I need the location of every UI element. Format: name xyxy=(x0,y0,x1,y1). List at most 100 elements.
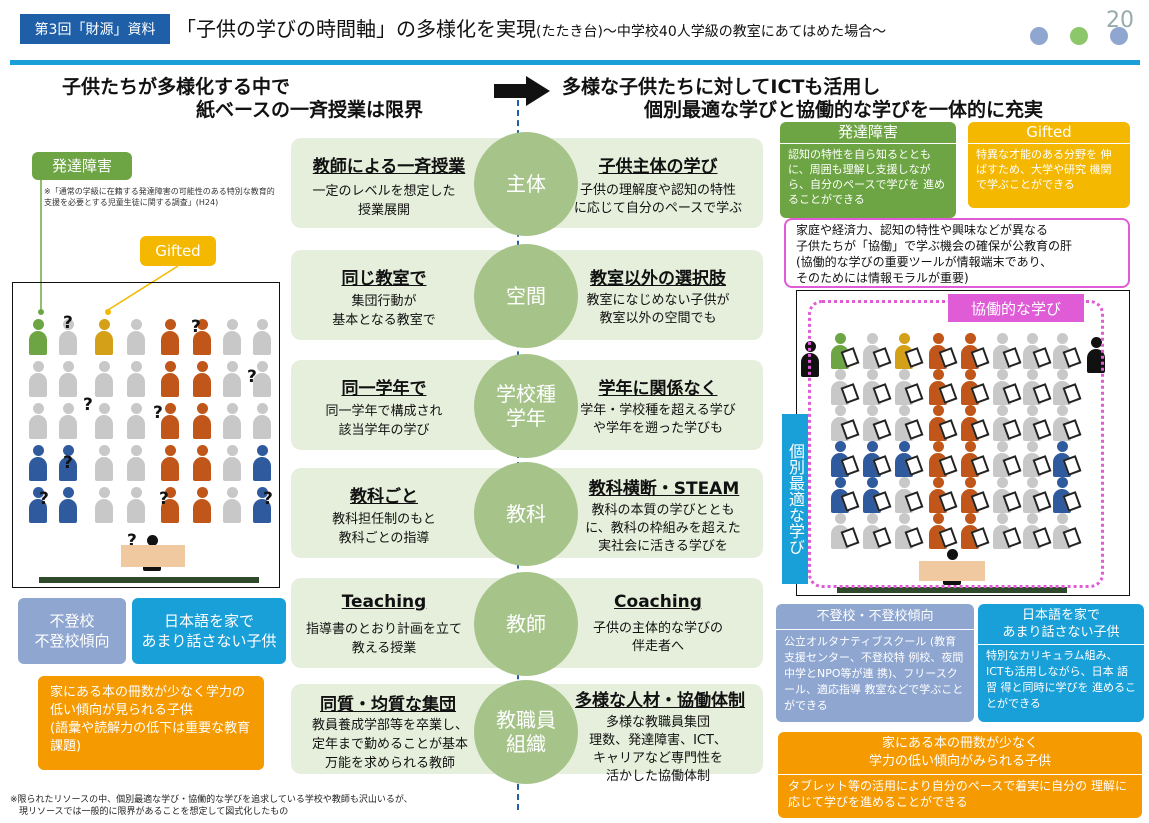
student-head xyxy=(227,487,238,498)
student-head xyxy=(867,405,878,416)
student-head xyxy=(1057,333,1068,344)
student-figure xyxy=(59,319,77,357)
student-body xyxy=(253,457,271,481)
student-head xyxy=(197,361,208,372)
student-head xyxy=(131,361,142,372)
student-head xyxy=(965,441,976,452)
student-figure xyxy=(95,487,113,525)
books-card-title: 家にある本の冊数が少なく 学力の低い傾向がみられる子供 xyxy=(778,732,1142,775)
student-figure xyxy=(193,487,211,525)
student-body xyxy=(59,457,77,481)
student-figure xyxy=(253,487,271,525)
student-figure xyxy=(161,403,179,441)
student-head xyxy=(99,403,110,414)
student-body xyxy=(59,415,77,439)
blackboard xyxy=(39,577,259,583)
student-head xyxy=(997,513,1008,524)
student-figure xyxy=(193,319,211,357)
row-left-desc: 教科担任制のもと 教科ごとの指導 xyxy=(332,512,436,546)
student-head xyxy=(99,361,110,372)
student-figure xyxy=(223,403,241,441)
student-figure xyxy=(95,361,113,399)
student-body xyxy=(127,373,145,397)
student-head xyxy=(33,487,44,498)
nihongo-card-desc: 特別なカリキュラム組み、 ICTも活用しながら、日本 語 習 得と同時に学びを … xyxy=(986,649,1136,710)
student-head xyxy=(1027,441,1038,452)
student-head xyxy=(997,333,1008,344)
footnote: ※限られたリソースの中、個別最適な学び・協働的な学びを追求している学校や教師も沢… xyxy=(10,795,413,817)
student-head xyxy=(933,333,944,344)
classroom-illustration-left: ?????????? xyxy=(12,282,280,588)
gifted-card-desc: 特異な才能のある分野を 伸ばすため、大学や研究 機関で学ぶことができる xyxy=(976,148,1112,191)
student-figure xyxy=(59,361,77,399)
nihongo-card: 日本語を家で あまり話さない子供 特別なカリキュラム組み、 ICTも活用しながら… xyxy=(978,604,1144,722)
student-head xyxy=(227,361,238,372)
student-body xyxy=(29,415,47,439)
student-head xyxy=(835,405,846,416)
student-head xyxy=(867,333,878,344)
student-head xyxy=(1057,477,1068,488)
student-head xyxy=(165,487,176,498)
student-head xyxy=(933,405,944,416)
student-figure xyxy=(223,319,241,357)
kyodo-boundary xyxy=(808,300,1104,588)
gifted-card: Gifted 特異な才能のある分野を 伸ばすため、大学や研究 機関で学ぶことがで… xyxy=(968,122,1130,208)
teacher-desk xyxy=(121,545,185,567)
question-mark-icon: ? xyxy=(39,489,49,509)
row-right-title: Coaching xyxy=(614,592,702,612)
student-head xyxy=(965,369,976,380)
student-head xyxy=(131,319,142,330)
student-body xyxy=(253,331,271,355)
blackboard xyxy=(837,587,1067,593)
student-head xyxy=(63,487,74,498)
callout-lines xyxy=(38,180,179,315)
books-card: 家にある本の冊数が少なく 学力の低い傾向がみられる子供 タブレット等の活用により… xyxy=(778,732,1142,818)
row-left-desc: 一定のレベルを想定した 授業展開 xyxy=(312,184,456,218)
nihongo-label: 日本語を家で あまり話さない子供 xyxy=(132,598,286,664)
student-head xyxy=(227,403,238,414)
row-right-desc: 子供の理解度や認知の特性 に応じて自分のペースで学ぶ xyxy=(573,183,743,216)
student-head xyxy=(1027,405,1038,416)
student-figure xyxy=(29,487,47,525)
student-body xyxy=(193,457,211,481)
student-head xyxy=(867,513,878,524)
student-body xyxy=(127,499,145,523)
student-head xyxy=(63,445,74,456)
row-label-circle: 主体 xyxy=(474,132,578,236)
student-figure xyxy=(29,445,47,483)
header-rule xyxy=(10,60,1140,65)
futoko-label: 不登校 不登校傾向 xyxy=(18,598,126,664)
student-body xyxy=(161,373,179,397)
question-mark-icon: ? xyxy=(159,489,169,509)
row-label-circle: 教科 xyxy=(474,462,578,566)
hattatsu-card: 発達障害 認知の特性を自ら知るととも に、周囲も理解し支援しなが ら、自分のペー… xyxy=(780,122,956,218)
question-mark-icon: ? xyxy=(63,313,73,333)
row-left-desc: 同一学年で構成され 該当学年の学び xyxy=(325,404,443,438)
student-head xyxy=(131,487,142,498)
decor-dot xyxy=(1030,27,1048,45)
student-head xyxy=(997,369,1008,380)
student-figure xyxy=(1087,337,1105,375)
student-body xyxy=(127,331,145,355)
futoko-card: 不登校・不登校傾向 公立オルタナティブスクール (教育支援センター、不登校特 例… xyxy=(776,604,974,722)
right-heading-line2: 個別最適な学びと協働的な学びを一体的に充実 xyxy=(644,99,1044,121)
student-figure xyxy=(127,445,145,483)
student-head xyxy=(1091,337,1102,348)
row-label-circle: 教職員 組織 xyxy=(474,680,578,784)
futoko-card-title: 不登校・不登校傾向 xyxy=(776,604,974,630)
student-body xyxy=(253,373,271,397)
student-head xyxy=(99,487,110,498)
student-head xyxy=(197,319,208,330)
student-head xyxy=(147,535,158,546)
student-figure xyxy=(127,361,145,399)
row-left-title: 教師による一斉授業 xyxy=(312,157,466,177)
student-figure xyxy=(193,403,211,441)
futoko-card-desc: 公立オルタナティブスクール (教育支援センター、不登校特 例校、夜間中学とNPO… xyxy=(784,635,964,712)
decor-dot xyxy=(1070,27,1088,45)
student-body xyxy=(193,373,211,397)
gifted-card-title: Gifted xyxy=(968,122,1130,144)
student-head xyxy=(257,487,268,498)
student-head xyxy=(835,441,846,452)
student-head xyxy=(997,477,1008,488)
row-label-circle: 教師 xyxy=(474,572,578,676)
